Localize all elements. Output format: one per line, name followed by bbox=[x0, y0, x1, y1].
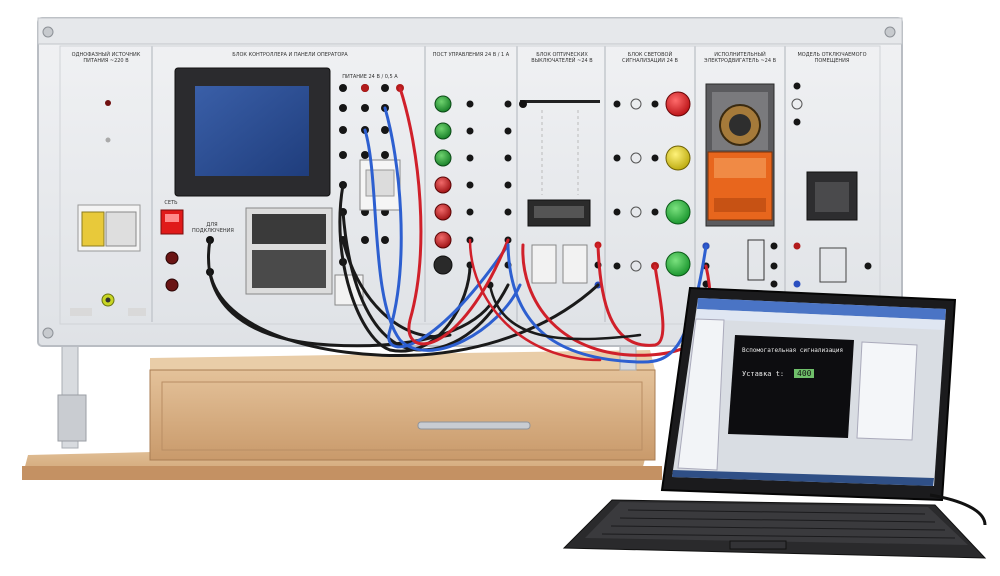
laptop-display-panel bbox=[728, 335, 854, 438]
wooden-base bbox=[22, 350, 662, 480]
label-optical-switches: БЛОК ОПТИЧЕСКИХ ВЫКЛЮЧАТЕЛЕЙ ~24 В bbox=[531, 52, 593, 64]
label-actuator: ИСПОЛНИТЕЛЬНЫЙ ЭЛЕКТРОДВИГАТЕЛЬ ~24 В bbox=[703, 52, 777, 64]
green-signal-lamp-2 bbox=[665, 251, 691, 277]
laptop-screen-value: 400 bbox=[794, 369, 815, 378]
label-thermal-model: МОДЕЛЬ ОТКЛЮЧАЕМОГО ПОМЕЩЕНИЯ bbox=[797, 52, 867, 64]
label-remote: ДЛЯ ПОДКЛЮЧЕНИЯ bbox=[192, 222, 234, 234]
laptop-screen-line1: Вспомогательная сигнализация bbox=[742, 347, 844, 354]
red-signal-lamp bbox=[665, 91, 691, 117]
yellow-signal-lamp bbox=[665, 145, 691, 171]
label-power-supply: ОДНОФАЗНЫЙ ИСТОЧНИК ПИТАНИЯ ~220 В bbox=[71, 52, 141, 64]
label-controller: БЛОК КОНТРОЛЛЕРА И ПАНЕЛИ ОПЕРАТОРА bbox=[232, 52, 348, 58]
control-post-module bbox=[433, 95, 512, 289]
label-light-signal: БЛОК СВЕТОВОЙ СИГНАЛИЗАЦИИ 24 В bbox=[622, 52, 678, 64]
label-control-post: ПОСТ УПРАВЛЕНИЯ 24 В / 1 А bbox=[432, 52, 510, 58]
light-signal-module bbox=[613, 91, 691, 277]
thermal-model-module bbox=[791, 82, 872, 288]
green-signal-lamp bbox=[665, 199, 691, 225]
actuator-module bbox=[702, 83, 778, 288]
laptop-screen-line2: Уставка t: bbox=[742, 370, 785, 378]
laptop bbox=[562, 286, 987, 559]
controller-module bbox=[160, 67, 404, 306]
power-supply-module bbox=[70, 100, 146, 316]
patch-cables bbox=[207, 86, 712, 364]
label-power-inlet: ПИТАНИЕ 24 В / 0,5 А bbox=[342, 74, 398, 80]
optical-switch-module bbox=[519, 100, 602, 289]
label-network: СЕТЬ bbox=[164, 200, 178, 206]
hmi-screen bbox=[195, 86, 309, 176]
